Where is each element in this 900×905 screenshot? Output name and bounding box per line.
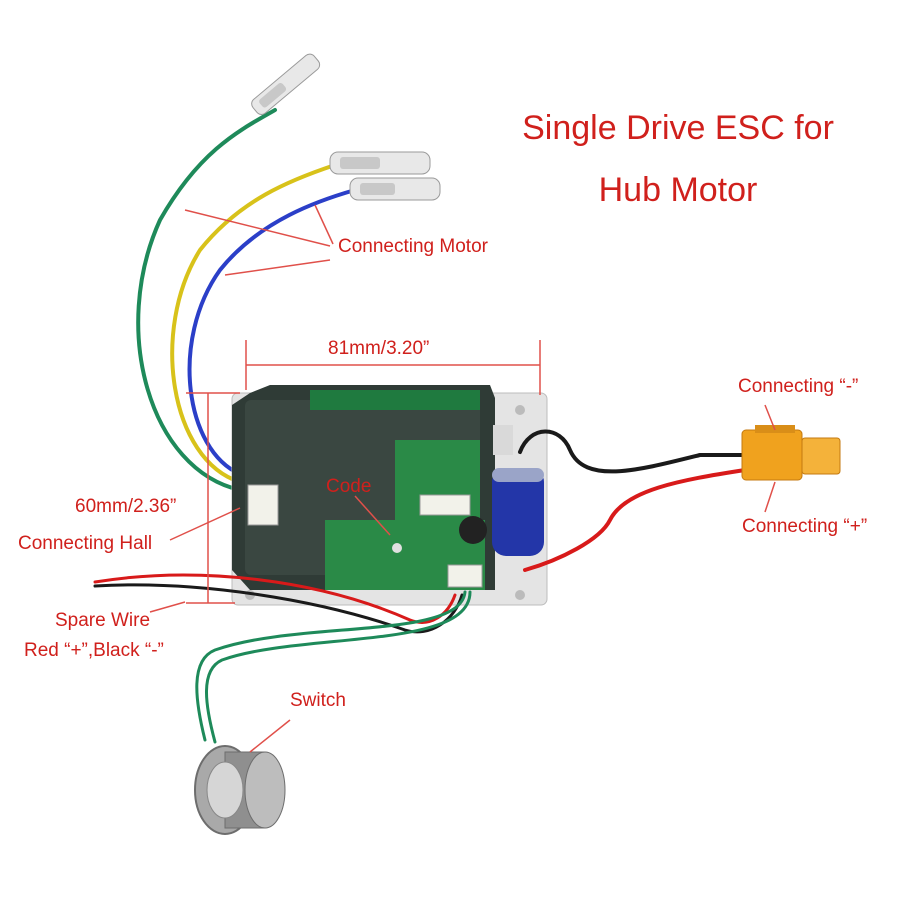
height-dimension-label: 60mm/2.36” xyxy=(75,496,177,517)
connecting-motor-label: Connecting Motor xyxy=(338,236,488,257)
switch-wires xyxy=(195,590,472,744)
power-switch xyxy=(194,745,286,835)
width-dimension-label: 81mm/3.20” xyxy=(328,338,430,359)
power-wires xyxy=(518,429,747,572)
xt-connector xyxy=(741,425,841,481)
motor-terminals xyxy=(251,53,441,201)
connecting-positive-label: Connecting “+” xyxy=(742,516,868,537)
title-line-1: Single Drive ESC for xyxy=(522,109,834,147)
title-line-2: Hub Motor xyxy=(598,171,758,209)
dimension-lines xyxy=(186,340,541,604)
leader-lines xyxy=(149,204,776,753)
code-label: Code xyxy=(326,476,372,497)
switch-label: Switch xyxy=(290,690,346,711)
motor-wires xyxy=(136,108,357,492)
pcb-board xyxy=(231,385,548,606)
spare-wire-label-line-2: Red “+”,Black “-” xyxy=(24,640,164,661)
connecting-hall-label: Connecting Hall xyxy=(18,533,153,554)
connecting-negative-label: Connecting “-” xyxy=(738,376,859,397)
spare-wire-label-line-1: Spare Wire xyxy=(55,610,151,631)
